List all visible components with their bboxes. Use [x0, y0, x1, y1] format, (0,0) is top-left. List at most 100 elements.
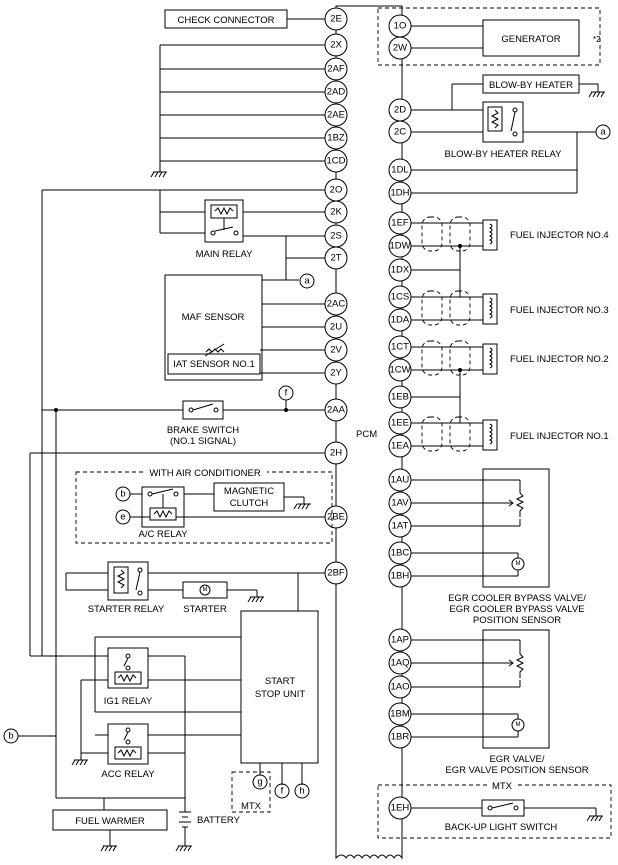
blowby-heater: BLOW-BY HEATER: [451, 74, 605, 110]
pcm-pin-right-1ao: 1AO: [388, 675, 412, 699]
pcm-pin-label: 1AO: [390, 682, 409, 693]
pcm-pin-right-1av: 1AV: [388, 491, 412, 515]
air-conditioner-group: WITH AIR CONDITIONER A/C RELAY MAGNETIC …: [75, 466, 333, 544]
egr-cooler-label-2: EGR COOLER BYPASS VALVE: [449, 604, 584, 615]
pcm-pin-left-2af: 2AF: [324, 57, 348, 81]
pcm-pin-right-1dh: 1DH: [388, 181, 412, 205]
pcm-pin-label: 1BZ: [327, 133, 345, 144]
svg-text:a: a: [304, 276, 310, 287]
maf-sensor-label: MAF SENSOR: [182, 312, 245, 323]
pcm-pin-label: 1DH: [390, 188, 409, 199]
acc-relay: ACC RELAY: [71, 680, 185, 780]
start-stop-unit-label-2: STOP UNIT: [255, 689, 306, 700]
pcm-pin-left-2t: 2T: [324, 246, 348, 270]
pcm-pin-right-1eb: 1EB: [388, 385, 412, 409]
svg-text:b: b: [120, 489, 125, 500]
maf-sensor: MAF SENSOR IAT SENSOR NO.1: [164, 274, 325, 381]
pcm-pin-label: 2AE: [327, 110, 345, 121]
egr-cooler-bypass-valve: M EGR COOLER BYPASS VALVE/ EGR COOLER BY…: [411, 468, 586, 626]
main-relay: MAIN RELAY: [159, 190, 325, 304]
fuel-injector-3-label: FUEL INJECTOR NO.3: [510, 305, 609, 316]
magnetic-clutch-label-2: CLUTCH: [230, 498, 269, 509]
pcm-pin-label: 2AD: [327, 87, 346, 98]
pcm-pin-label: 2W: [393, 43, 407, 54]
pcm-pin-left-2bf: 2BF: [324, 561, 348, 585]
pcm-pin-label: 2U: [330, 322, 342, 333]
mtx-left-label: MTX: [241, 801, 262, 812]
brake-switch-sub: (NO.1 SIGNAL): [170, 436, 236, 447]
pcm-pin-left-2o: 2O: [324, 178, 348, 202]
ground-bus: [150, 44, 325, 178]
pcm-pin-left-2be: 2BE: [324, 505, 348, 529]
pcm-pin-label: 2AC: [327, 299, 346, 310]
fuel-warmer: FUEL WARMER: [52, 809, 168, 852]
pcm-pin-left-2h: 2H: [324, 441, 348, 465]
pcm-pin-left-1cd: 1CD: [324, 149, 348, 173]
pcm-pin-right-1cw: 1CW: [388, 358, 412, 382]
pcm-pin-left-2x: 2X: [324, 33, 348, 57]
svg-text:M: M: [516, 722, 521, 728]
pcm-pin-right-1bm: 1BM: [388, 702, 412, 726]
main-relay-label: MAIN RELAY: [196, 249, 254, 260]
pcm-pin-left-2k: 2K: [324, 200, 348, 224]
fuel-injector-2: FUEL INJECTOR NO.2: [411, 340, 609, 376]
pcm-pin-label: 1DW: [389, 241, 410, 252]
pcm-pin-label: 1EH: [391, 803, 410, 814]
ig1-relay-label: IG1 RELAY: [104, 696, 153, 707]
pcm-pin-right-1eh: 1EH: [388, 796, 412, 820]
acc-relay-label: ACC RELAY: [101, 769, 155, 780]
pcm-pin-label: 1DA: [391, 315, 410, 326]
ground-icon: [150, 171, 167, 178]
pcm-pin-right-1ef: 1EF: [388, 211, 412, 235]
generator-note: *2: [593, 35, 601, 44]
pcm-pin-right-1au: 1AU: [388, 468, 412, 492]
pcm-pin-right-1o: 1O: [388, 14, 412, 38]
pcm-pin-label: 2AF: [327, 64, 345, 75]
pcm-pin-label: 1CD: [326, 156, 345, 167]
start-stop-unit-label-1: START: [265, 676, 295, 687]
battery-label: BATTERY: [197, 815, 241, 826]
pcm-pin-right-1bc: 1BC: [388, 541, 412, 565]
pcm-pin-left-2u: 2U: [324, 315, 348, 339]
pcm-pin-label: 1EB: [391, 392, 409, 403]
brake-switch-label: BRAKE SWITCH: [167, 425, 239, 436]
pcm-pin-right-2w: 2W: [388, 36, 412, 60]
pcm-pin-right-1ap: 1AP: [388, 628, 412, 652]
pcm-left-pins: 2E2X2AF2AD2AE1BZ1CD2O2K2S2T2AC2U2V2Y2AA2…: [324, 7, 348, 585]
pcm-pin-label: 2D: [394, 105, 406, 116]
pcm-pin-label: 1BR: [391, 732, 410, 743]
fuel-injector-4: FUEL INJECTOR NO.4: [411, 216, 609, 252]
pcm-pin-label: 1CS: [391, 292, 409, 303]
pcm-pin-label: 1AU: [391, 475, 410, 486]
brake-switch: BRAKE SWITCH (NO.1 SIGNAL): [42, 400, 325, 447]
pcm-right-pins: 1O2W2D2C1DL1DH1EF1DW1DX1CS1DA1CT1CW1EB1E…: [388, 14, 412, 820]
pcm-pin-label: 2X: [330, 40, 342, 51]
pcm-pin-right-1dw: 1DW: [388, 234, 412, 258]
pcm-pin-label: 1AQ: [390, 658, 409, 669]
connector-f-top: f: [278, 385, 294, 401]
starter-relay: STARTER RELAY M STARTER: [65, 561, 325, 615]
connector-e-ac: e: [115, 509, 131, 525]
egr-cooler-label-3: POSITION SENSOR: [473, 615, 561, 626]
connector-a-right: a: [595, 124, 611, 140]
pcm-pin-right-1ee: 1EE: [388, 411, 412, 435]
pcm-pin-label: 1BC: [391, 548, 410, 559]
pcm-pin-label: 2Y: [330, 368, 342, 379]
pcm-pin-label: 2E: [330, 14, 342, 25]
pcm-pin-left-2s: 2S: [324, 224, 348, 248]
pcm-pin-label: 1EE: [391, 418, 409, 429]
pcm-pin-right-2c: 2C: [388, 120, 412, 144]
svg-text:b: b: [8, 731, 13, 742]
generator-group: GENERATOR *2: [377, 7, 601, 66]
pcm-pin-label: 1O: [394, 21, 407, 32]
check-connector: CHECK CONNECTOR: [164, 9, 325, 29]
pcm-unit: PCM: [335, 5, 403, 860]
generator-label: GENERATOR: [501, 34, 560, 45]
ig1-relay: IG1 RELAY: [81, 647, 153, 707]
fuel-injector-1-label: FUEL INJECTOR NO.1: [510, 431, 609, 442]
iat-sensor-label: IAT SENSOR NO.1: [173, 359, 254, 370]
svg-text:M: M: [516, 561, 521, 567]
pcm-pin-right-1dx: 1DX: [388, 258, 412, 282]
pcm-pin-left-2y: 2Y: [324, 361, 348, 385]
starter-relay-label: STARTER RELAY: [88, 604, 165, 615]
